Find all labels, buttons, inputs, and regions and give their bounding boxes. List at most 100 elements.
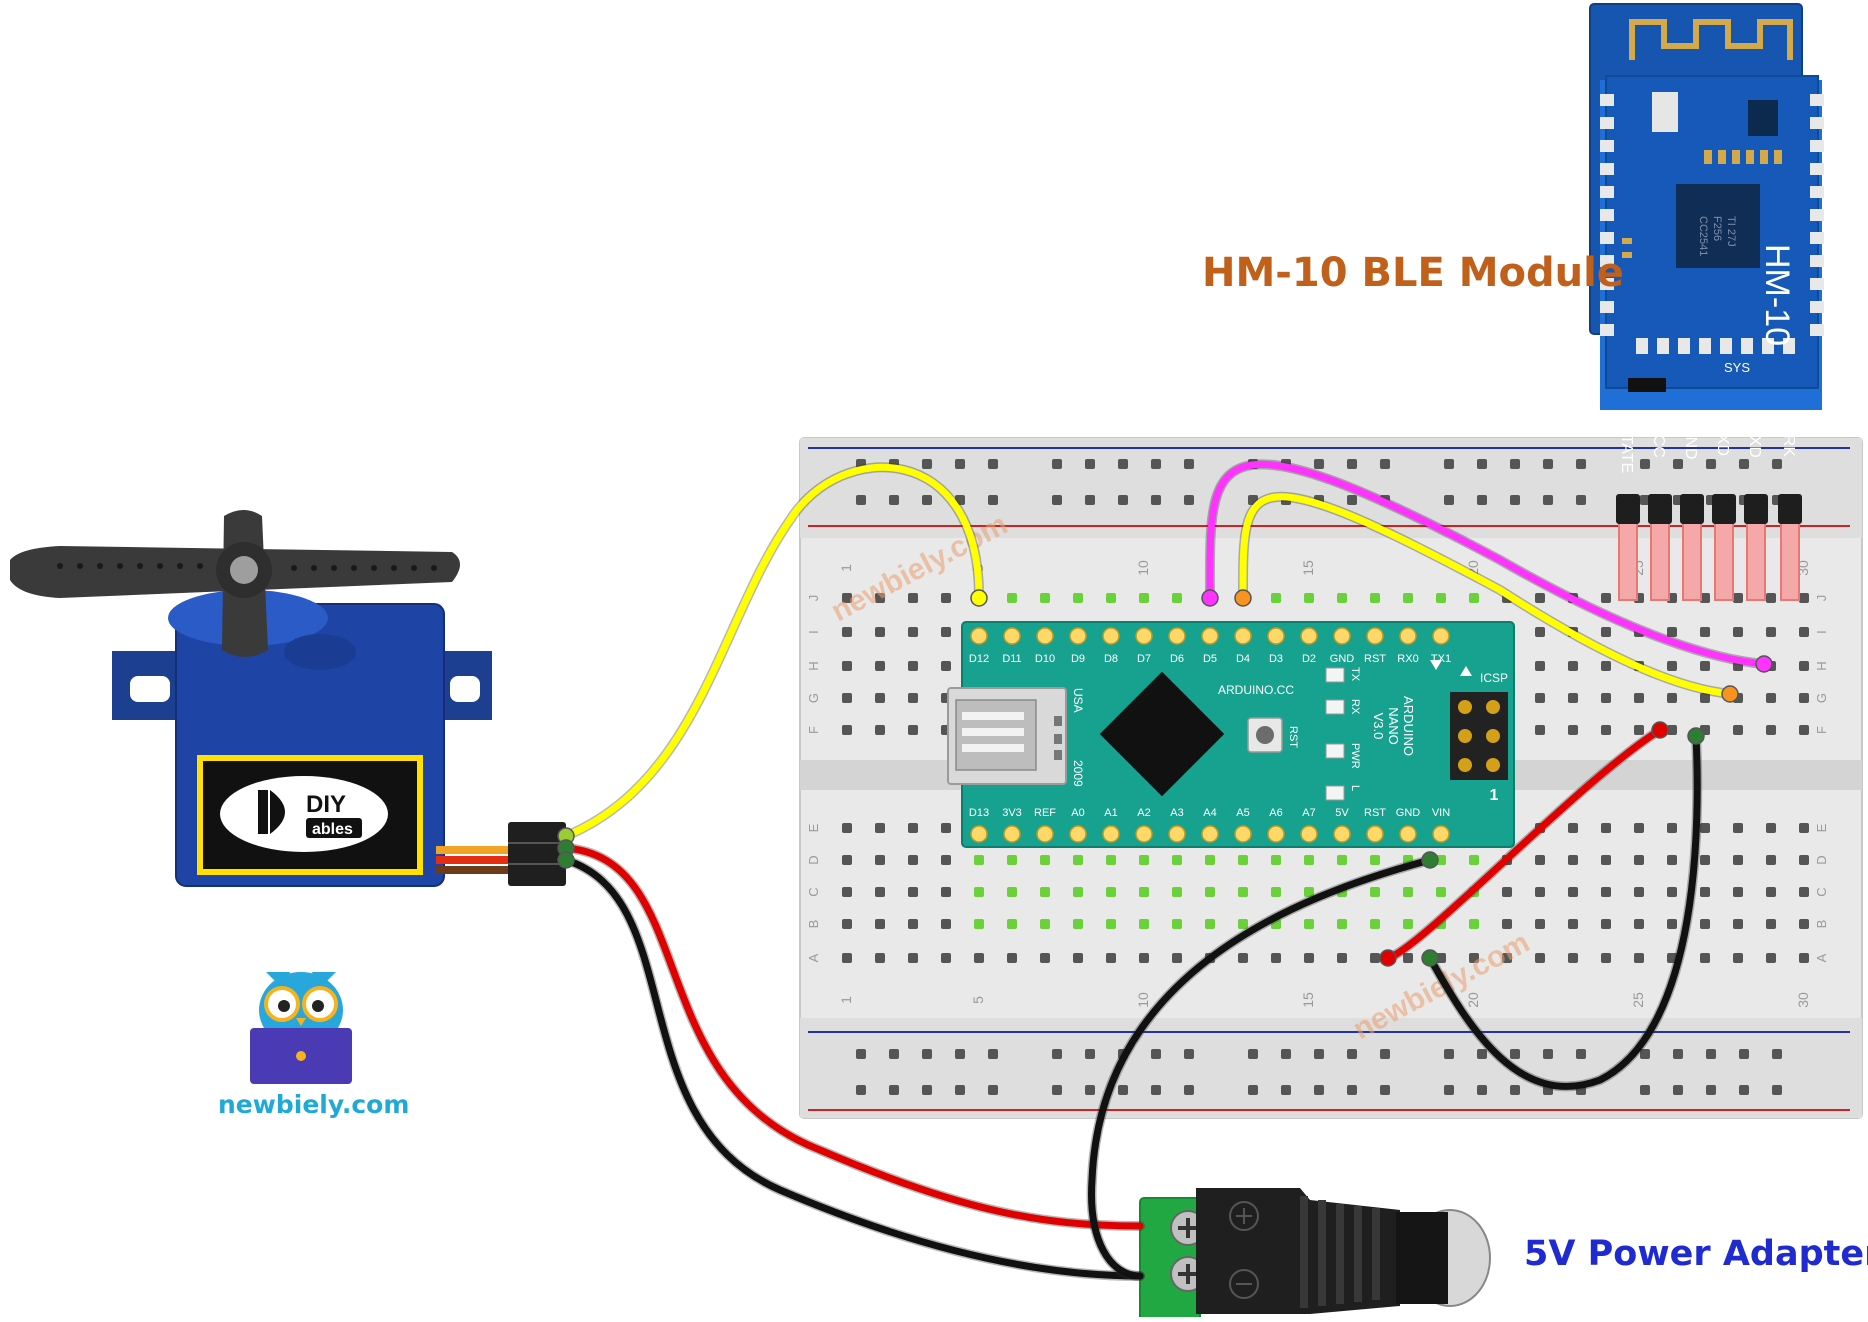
column-number-top: 15 — [1300, 560, 1316, 576]
nano-pin-bottom — [970, 825, 988, 843]
row-letter: A — [806, 953, 821, 962]
nano-pin-top — [1168, 627, 1186, 645]
pad-left — [1600, 117, 1614, 129]
nano-pin-top — [970, 627, 988, 645]
row-letter: A — [1814, 953, 1829, 962]
nano-mcu-chip — [1099, 671, 1225, 797]
nano-pin-label-bottom: VIN — [1432, 807, 1450, 819]
hm10-pin-label: TXD — [1714, 424, 1731, 456]
row-letter: F — [806, 726, 821, 734]
nano-pin-label-bottom: A7 — [1302, 807, 1315, 819]
column-number-bottom: 20 — [1465, 992, 1481, 1008]
hm10-pin-label: VCC — [1650, 424, 1667, 458]
nano-pin-top — [1300, 627, 1318, 645]
nano-pin-label-top: RST — [1364, 653, 1386, 665]
hm10-chip-line-2: F256 — [1711, 216, 1723, 241]
column-number-bottom: 15 — [1300, 992, 1316, 1008]
pad-left — [1600, 278, 1614, 290]
row-letter: G — [806, 693, 821, 703]
nano-pin-label-bottom: RST — [1364, 807, 1386, 819]
nano-pin-label-bottom: D13 — [969, 807, 989, 819]
nano-pin-label-top: D4 — [1236, 653, 1250, 665]
hm10-pin-header-block — [1712, 494, 1736, 524]
row-letter: J — [1814, 595, 1829, 602]
nano-brand-text: ARDUINO.CC — [1218, 683, 1294, 697]
reset-button — [1247, 717, 1283, 753]
nano-pin-top — [1432, 627, 1450, 645]
pad-bottom — [1783, 338, 1795, 354]
nano-pin-label-bottom: 3V3 — [1002, 807, 1022, 819]
nano-pin-top — [1333, 627, 1351, 645]
bottom-power-rail — [800, 1018, 1862, 1118]
jack-housing — [1196, 1188, 1400, 1314]
pad-right — [1810, 163, 1824, 175]
pad-right — [1810, 94, 1824, 106]
castellated-pads — [1600, 94, 1824, 354]
wire-end-vcc-hm — [1651, 721, 1669, 739]
nano-pin-bottom — [1036, 825, 1054, 843]
nano-pin-label-bottom: 5V — [1335, 807, 1349, 819]
hm10-sys-label: SYS — [1724, 360, 1750, 375]
diy-ables-logo-mark — [258, 790, 285, 834]
hm10-module-label: HM-10 BLE Module — [1202, 250, 1624, 296]
nano-pin-label-bottom: A4 — [1203, 807, 1216, 819]
usb-connector — [947, 687, 1067, 785]
jack-ridges — [1300, 1196, 1380, 1308]
nano-pin-top — [1036, 627, 1054, 645]
nano-led-label: TX — [1349, 667, 1361, 682]
nano-pin-label-top: D6 — [1170, 653, 1184, 665]
wire-end-gnd-bottom — [1421, 949, 1439, 967]
row-letter: D — [1814, 855, 1829, 864]
wire-txd — [1206, 460, 1768, 668]
row-letter: C — [1814, 887, 1829, 896]
diy-ables-logo-badge — [306, 818, 362, 838]
brand-text: newbiely.com — [218, 1090, 410, 1119]
pad-left — [1600, 186, 1614, 198]
servo-mount-hole-left — [130, 676, 170, 702]
hm10-pin-label: STATE — [1618, 424, 1635, 473]
pad-right — [1810, 324, 1824, 336]
plus-symbol-icon — [1229, 1201, 1259, 1231]
wire-servo-power — [562, 844, 1144, 1230]
wire-gnd-to-jack — [1088, 856, 1434, 1280]
pad-right — [1810, 117, 1824, 129]
servo-motor: DIY ables — [10, 510, 566, 887]
pad-left — [1600, 140, 1614, 152]
pad-right — [1810, 278, 1824, 290]
wire-end-signal — [970, 589, 988, 607]
hm10-chip-line-1: CC2541 — [1697, 216, 1709, 256]
nano-pin-bottom — [1069, 825, 1087, 843]
wires — [557, 459, 1773, 1281]
nano-year-text: 2009 — [1071, 760, 1085, 787]
servo-cable-brown — [436, 866, 510, 874]
hm10-header-pin — [1714, 519, 1734, 601]
nano-pin-bottom — [1300, 825, 1318, 843]
nano-pin-top — [1003, 627, 1021, 645]
wire-end-5v-nano — [1379, 949, 1397, 967]
row-letter: B — [806, 920, 821, 929]
hm10-smd-dots — [1622, 150, 1782, 258]
hm10-silk-title: HM-10 — [1758, 244, 1796, 346]
nano-rst-text: RST — [1287, 726, 1299, 748]
pcb-antenna — [1629, 19, 1793, 60]
row-letter: E — [806, 823, 821, 832]
row-letter: I — [1814, 630, 1829, 634]
nano-model-line-1: ARDUINO — [1401, 696, 1416, 756]
hm10-header-pin — [1650, 519, 1670, 601]
hm10-header-pin — [1746, 519, 1766, 601]
hm10-header-pin — [1618, 519, 1638, 601]
nano-usa-text: USA — [1071, 688, 1085, 713]
wire-5v-to-vcc — [1384, 726, 1664, 962]
row-letter: I — [806, 630, 821, 634]
nano-pin-bottom — [1432, 825, 1450, 843]
column-number-bottom: 1 — [838, 996, 854, 1004]
nano-pin-bottom — [1399, 825, 1417, 843]
nano-pin-label-top: D11 — [1002, 653, 1021, 665]
pad-left — [1600, 232, 1614, 244]
newbiely-owl-icon — [250, 972, 352, 1084]
wire-rxd — [1239, 493, 1734, 698]
hm10-pin-header-block — [1680, 494, 1704, 524]
